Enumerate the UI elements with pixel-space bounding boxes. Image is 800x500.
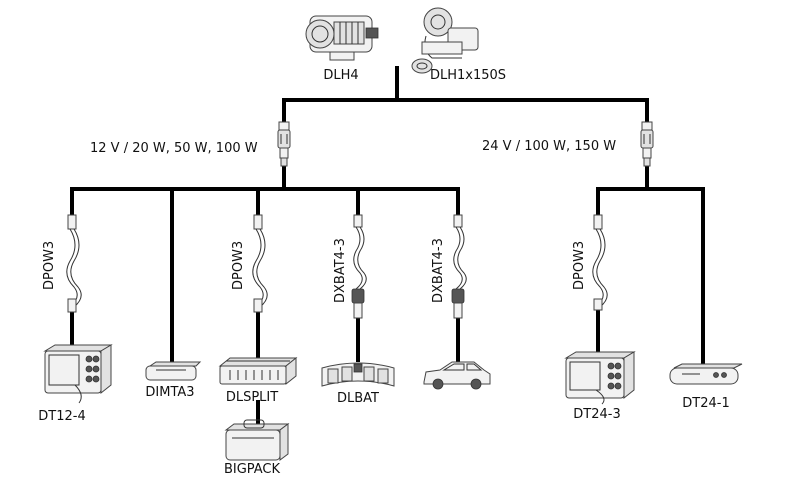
dlh4-lamp-icon [305,15,379,61]
lamp-label-dlh4: DLH4 [323,68,358,83]
connector-icon [640,121,654,167]
power-supply-icon [564,351,636,405]
cable-coil-icon [66,214,82,313]
device-label-dimta3: DIMTA3 [145,385,194,400]
cable-label-dpow3-1: DPOW3 [42,241,57,290]
cable-coil-icon [252,214,268,313]
cable-coil-icon [451,214,467,319]
cable-label-dxbat4-3-1: DXBAT4-3 [333,238,348,303]
branch-spec-left: 12 V / 20 W, 50 W, 100 W [90,141,258,156]
cable-label-dpow3-3: DPOW3 [572,241,587,290]
connector-icon [277,121,291,167]
battery-belt-icon [321,362,395,387]
power-supply-icon [43,344,113,404]
dlh1x150s-lamp-icon [411,7,479,74]
cable-coil-icon [351,214,367,319]
cable-label-dpow3-2: DPOW3 [231,241,246,290]
device-label-dt24-1: DT24-1 [682,396,729,411]
cable-label-dxbat4-3-2: DXBAT4-3 [431,238,446,303]
device-label-bigpack: BIGPACK [224,462,281,477]
branch-spec-right: 24 V / 100 W, 150 W [482,139,616,154]
cable-coil-icon [592,214,608,311]
wiring [70,66,705,426]
device-label-dlsplit: DLSPLIT [226,390,278,405]
car-icon [423,361,491,390]
splitter-icon [218,356,298,386]
lamp-label-dlh1x150s: DLH1x150S [430,68,506,83]
device-label-dlbat: DLBAT [337,391,379,406]
device-label-dt24-3: DT24-3 [573,407,620,422]
battery-pack-icon [224,419,290,461]
device-label-dt12-4: DT12-4 [38,409,85,424]
dimmer-box-icon [669,363,743,385]
dimmer-box-icon [145,361,202,381]
